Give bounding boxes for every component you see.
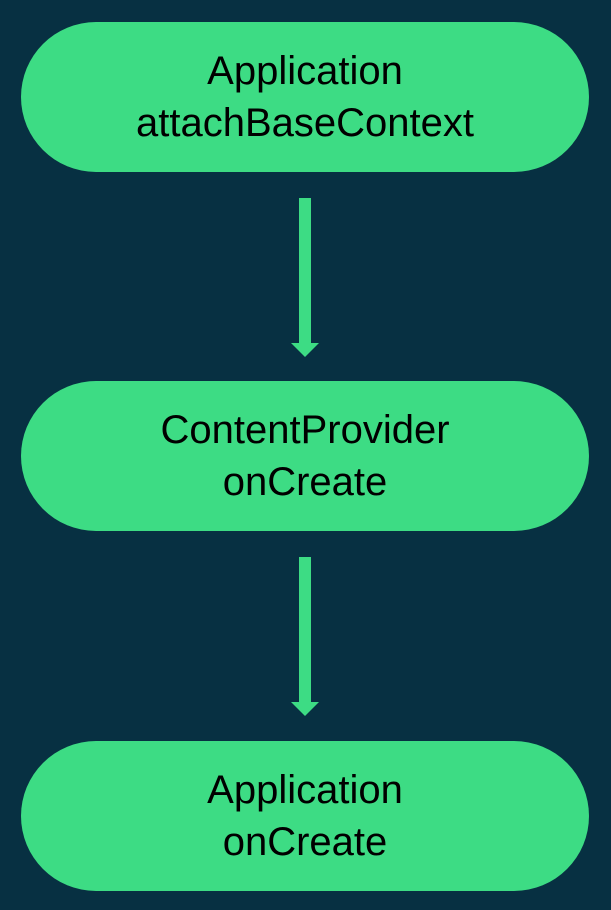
node-application-attach-base-context: Application attachBaseContext — [21, 22, 589, 172]
down-arrow-icon — [291, 198, 319, 357]
node-application-on-create: Application onCreate — [21, 741, 589, 891]
node-content-provider-on-create: ContentProvider onCreate — [21, 381, 589, 531]
node-label-line2: onCreate — [222, 820, 388, 864]
node-label-line2: onCreate — [222, 460, 388, 504]
node-label-line1: ContentProvider — [160, 408, 450, 452]
node-label-line1: Application — [207, 49, 403, 93]
node-label-line1: Application — [207, 768, 403, 812]
node-label-line2: attachBaseContext — [136, 101, 474, 145]
down-arrow-icon — [291, 557, 319, 716]
